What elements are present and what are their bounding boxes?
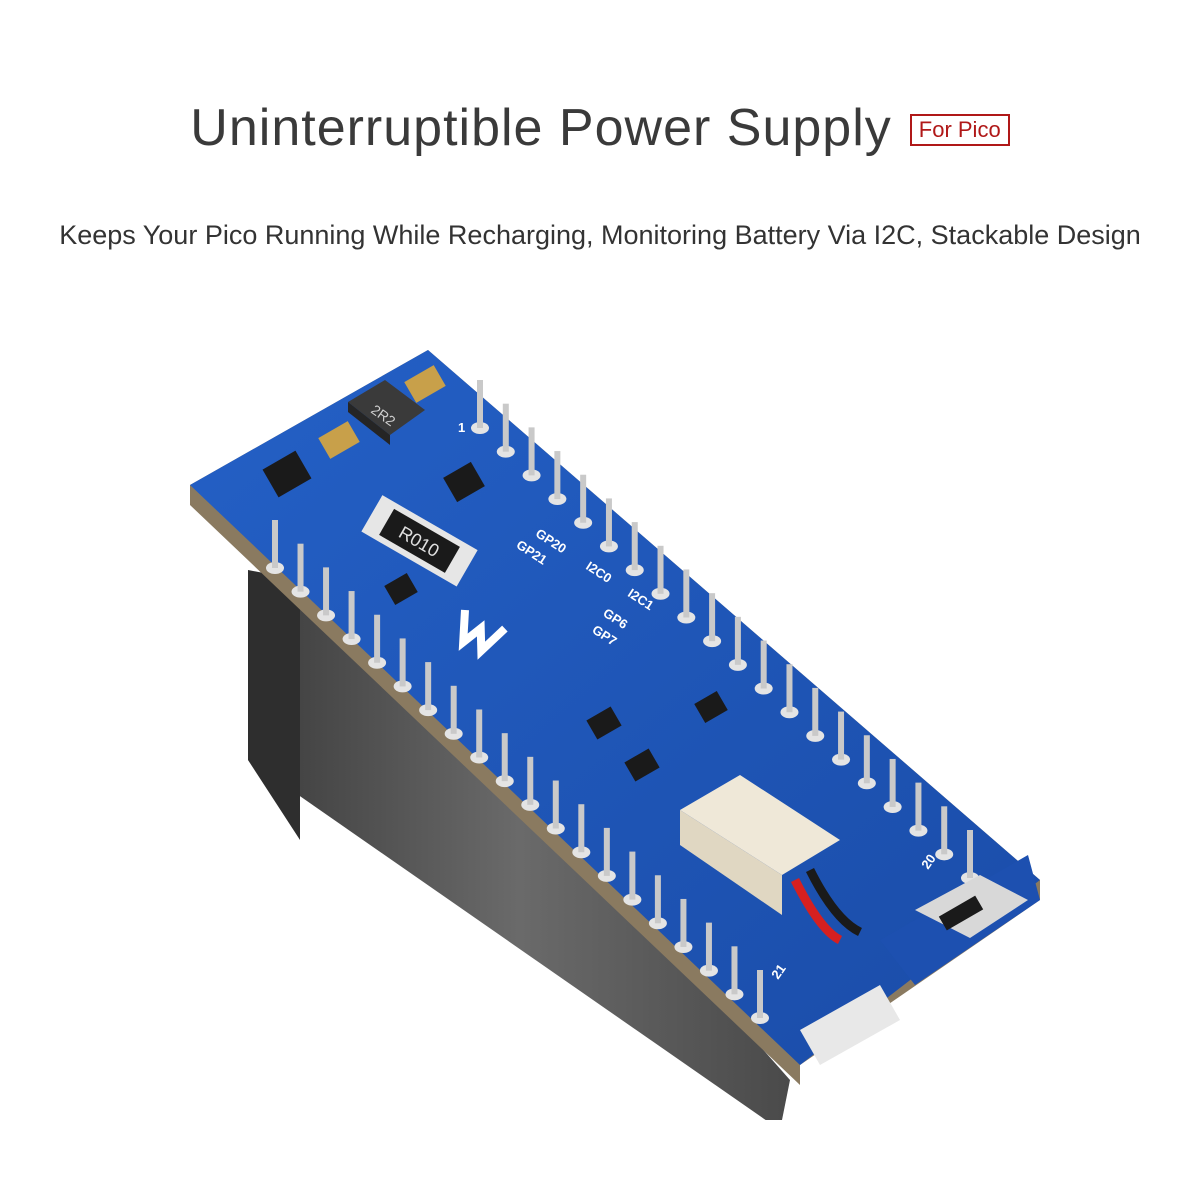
header-pin (967, 830, 973, 878)
female-header (248, 570, 790, 1120)
header-pin (605, 498, 612, 547)
header-pin (603, 827, 610, 876)
header-pin (889, 758, 896, 807)
ic-chip (586, 706, 622, 740)
for-pico-badge: For Pico (909, 114, 1010, 146)
header-pin (680, 898, 687, 947)
header-pin (863, 735, 870, 784)
header-pin (812, 687, 819, 736)
ic-chip (262, 450, 312, 498)
header-pin (757, 970, 763, 1018)
ic-chip (694, 690, 728, 724)
header-pin (501, 733, 508, 782)
header-pin (629, 851, 636, 900)
pin-21-label: 21 (768, 961, 789, 981)
header-pin (348, 591, 355, 640)
header-pin (502, 403, 509, 452)
header-pin (528, 427, 535, 476)
header-pin (580, 474, 587, 523)
pin-pad (780, 706, 799, 719)
header-pin (654, 875, 661, 924)
header-pin (399, 638, 406, 687)
header-pin (941, 806, 948, 855)
header-pin (760, 640, 767, 689)
pin-pad (806, 729, 825, 742)
ups-board-photo: 2R2 R010 GP20 GP21 I2C0 I2C1 GP6 GP7 1 2… (190, 350, 1040, 1120)
header-pin (552, 780, 559, 829)
header-pin (731, 946, 738, 995)
header-pin (477, 380, 483, 428)
pin-pad (857, 777, 876, 790)
power-switch (915, 875, 1028, 938)
header-pin (272, 520, 278, 568)
bottom-connector (800, 985, 900, 1065)
header-pin (527, 756, 534, 805)
pin-pad (883, 800, 902, 813)
ic-chip (443, 461, 485, 503)
header-pin (297, 543, 304, 592)
header-pin (709, 593, 716, 642)
inductor: 2R2 (348, 380, 425, 445)
header-pin (838, 711, 845, 760)
header-pins (266, 380, 979, 1024)
header-pin (374, 614, 381, 663)
pin-20-label: 20 (918, 851, 939, 871)
header-pin (476, 709, 483, 758)
pin-1-label: 1 (458, 420, 465, 435)
header-pin (683, 569, 690, 618)
capacitor (404, 365, 446, 403)
header-pin (631, 522, 638, 571)
header-pin (734, 616, 741, 665)
page-title: Uninterruptible Power Supply (190, 99, 892, 157)
header-pin (450, 685, 457, 734)
header-pin (657, 545, 664, 594)
header-pin (915, 782, 922, 831)
pin-pad (832, 753, 851, 766)
header-pin (578, 804, 585, 853)
header-pin (425, 662, 432, 711)
capacitor (318, 421, 360, 459)
page-subtitle: Keeps Your Pico Running While Recharging… (59, 220, 1141, 250)
pin-pad (625, 564, 644, 577)
ic-chip (384, 572, 418, 606)
header-pin (705, 922, 712, 971)
header-pin (554, 451, 561, 500)
header-pin (786, 664, 793, 713)
shunt-resistor: R010 (361, 495, 478, 587)
title-row: Uninterruptible Power Supply For Pico (0, 98, 1200, 158)
header-pin (323, 567, 330, 616)
waveshare-logo (458, 609, 508, 660)
battery-connector (680, 775, 863, 945)
pin-pad (651, 587, 670, 600)
ic-chip (624, 748, 660, 782)
